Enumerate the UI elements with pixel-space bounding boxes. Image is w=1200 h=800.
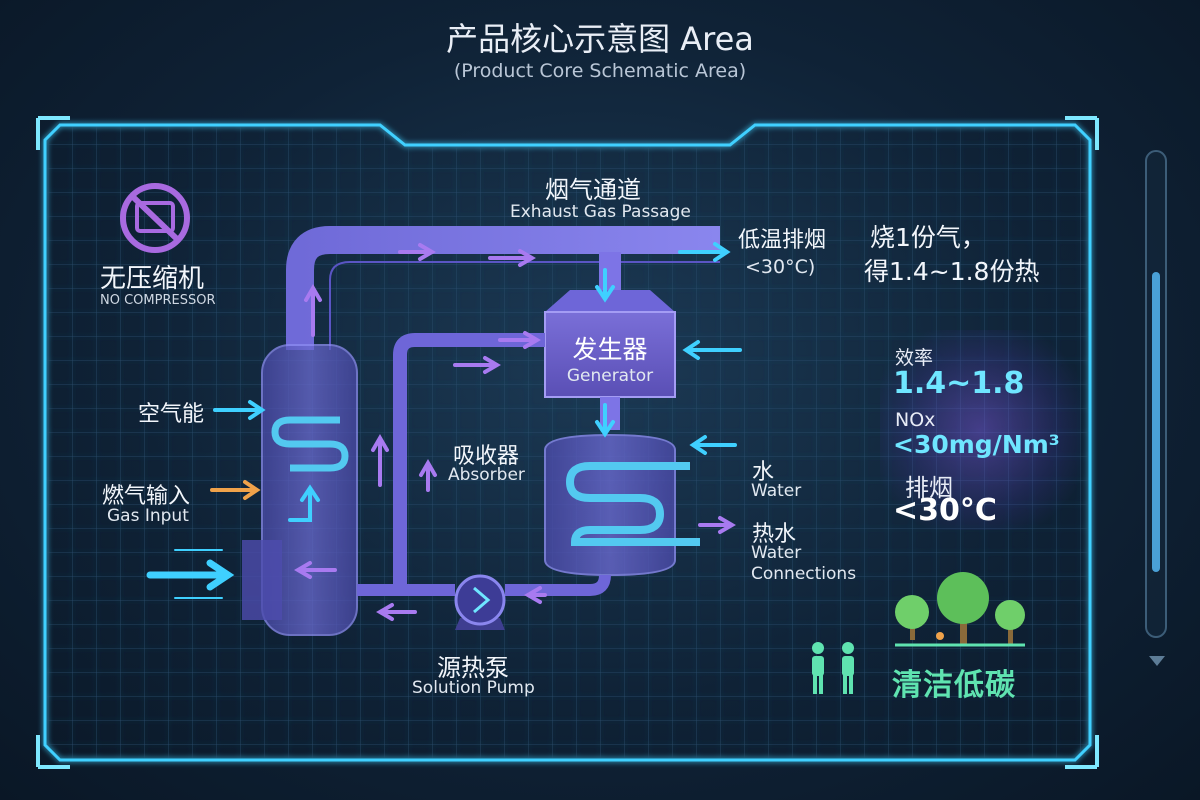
- hot-water-en-1: Water: [751, 543, 802, 563]
- low-temp-exhaust-label: 低温排烟: [738, 228, 827, 253]
- absorber-en: Absorber: [448, 465, 525, 485]
- metrics-panel: [880, 330, 1080, 530]
- exhaust-pipe: [286, 226, 720, 350]
- no-compressor-label: 无压缩机: [100, 264, 205, 294]
- generator-en: Generator: [566, 366, 654, 386]
- efficiency-label: 效率: [895, 347, 934, 369]
- hot-water-label: 热水: [752, 522, 797, 547]
- page-subtitle: (Product Core Schematic Area): [453, 60, 747, 82]
- nox-value: <30mg/Nm³: [893, 430, 1060, 459]
- water-en: Water: [751, 481, 802, 501]
- efficiency-value: 1.4~1.8: [893, 366, 1025, 401]
- water-label: 水: [752, 460, 775, 485]
- solution-pump-label: 源热泵: [437, 654, 509, 682]
- exhaust-passage-en: Exhaust Gas Passage: [510, 202, 691, 222]
- no-compressor-en: NO COMPRESSOR: [100, 293, 216, 308]
- generator-label: 发生器: [572, 335, 648, 364]
- scroll-down-icon[interactable]: [1148, 655, 1166, 667]
- solution-pump-en: Solution Pump: [412, 678, 535, 698]
- nox-label: NOx: [895, 409, 936, 431]
- gas-input-label: 燃气输入: [102, 484, 191, 509]
- absorber-label: 吸收器: [453, 444, 520, 469]
- solution-pump: [454, 574, 506, 630]
- ratio-line-1: 烧1份气，: [870, 223, 986, 252]
- exhaust-passage-label: 烟气通道: [545, 176, 641, 204]
- trees-icon: [895, 572, 1025, 647]
- exhaust-metric-value: <30°C: [893, 493, 997, 528]
- page-title: 产品核心示意图 Area: [446, 20, 754, 58]
- clean-low-carbon-label: 清洁低碳: [892, 668, 1016, 703]
- gas-input-arrow: [210, 480, 261, 500]
- exhaust-metric-label: 排烟: [905, 474, 953, 502]
- air-energy-label: 空气能: [138, 402, 205, 427]
- ratio-line-2: 得1.4~1.8份热: [864, 257, 1040, 286]
- heat-exchanger-tank: [544, 433, 700, 577]
- gas-input-en: Gas Input: [107, 506, 189, 526]
- no-compressor-icon: [120, 183, 190, 253]
- hot-water-en-2: Connections: [751, 564, 857, 584]
- people-icon: [812, 642, 854, 694]
- low-temp-exhaust-value: <30°C): [745, 256, 816, 278]
- generator-box: [544, 311, 676, 398]
- scrollbar-thumb[interactable]: [1152, 272, 1160, 572]
